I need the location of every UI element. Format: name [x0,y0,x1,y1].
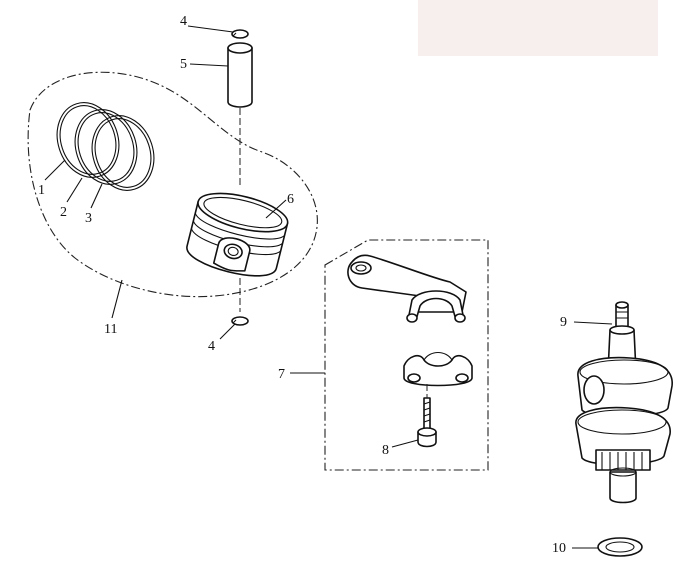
callout-6: 6 [287,192,294,207]
callout-10: 10 [552,541,566,556]
callout-4-top: 4 [180,14,187,29]
thrust-washer [597,537,643,557]
piston-pin [227,42,253,108]
callout-9: 9 [560,315,567,330]
piston-ring-3 [91,115,155,191]
connecting-rod [347,254,467,323]
callout-4-bottom: 4 [208,339,215,354]
leader-2 [66,177,83,203]
leader-1 [44,159,66,181]
callout-1: 1 [38,183,45,198]
connecting-rod-outline [324,239,489,471]
callout-11: 11 [104,322,117,337]
leader-11 [111,279,123,319]
connecting-rod-cap [403,351,473,387]
piston-ring-1 [56,102,120,178]
callout-8: 8 [382,443,389,458]
piston [186,192,289,277]
crankshaft [575,301,673,504]
leader-4-bottom [219,323,236,340]
snap-ring-top [231,29,249,39]
leader-5 [189,63,229,67]
connecting-rod-bolt [417,397,437,448]
piston-ring-2 [74,109,138,185]
callout-3: 3 [85,211,92,226]
callout-5: 5 [180,57,187,72]
callout-7: 7 [278,367,285,382]
piston-kit-outline [27,71,318,298]
leader-8 [391,439,419,448]
leader-3 [90,183,103,209]
leader-6 [265,199,287,219]
leader-4-top [187,25,234,33]
corner-patch [418,0,658,56]
leader-9 [573,321,613,325]
snap-ring-bottom [231,316,249,326]
callout-2: 2 [60,205,67,220]
